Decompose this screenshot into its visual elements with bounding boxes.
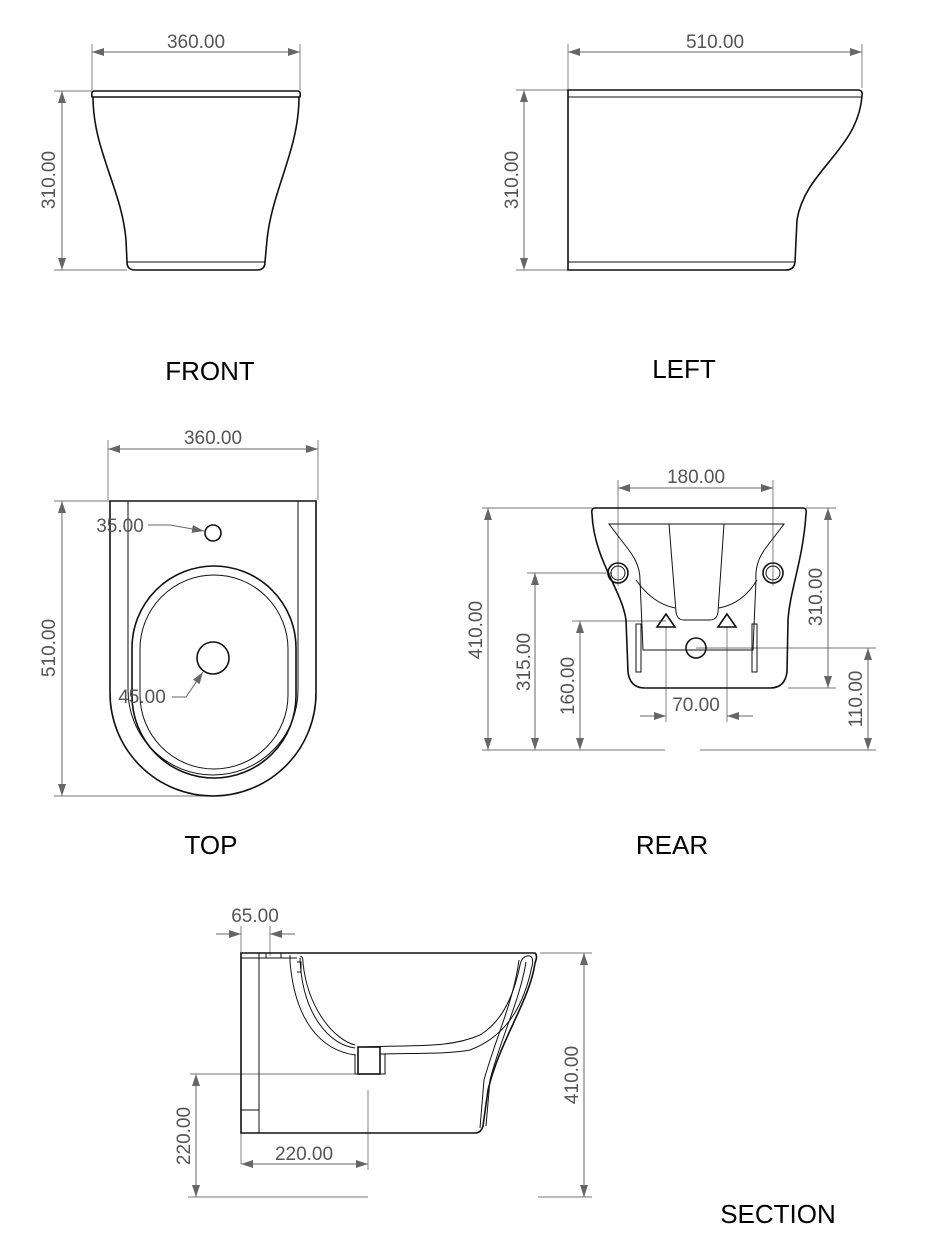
section-view: 65.00 410.00 220.00 220.00 SECTION [174, 906, 836, 1229]
top-width-dimension: 360.00 [184, 428, 242, 449]
tap-hole-dimension: 35.00 [96, 516, 144, 537]
fixing-hole-right [762, 562, 784, 584]
section-waste-height-dimension: 220.00 [174, 1107, 195, 1165]
rear-total-height-dimension: 410.00 [466, 601, 487, 659]
section-view-label: SECTION [720, 1199, 836, 1229]
rear-outline [591, 507, 807, 689]
top-view-label: TOP [185, 830, 238, 860]
drain-hole [196, 641, 230, 675]
section-waste-offset-dimension: 220.00 [275, 1144, 333, 1165]
left-height-dimension: 310.00 [502, 151, 523, 209]
drain-hole-dimension: 45.00 [118, 687, 166, 708]
section-outline [240, 952, 538, 1134]
top-view: 360.00 510.00 35.00 45.00 TOP [39, 428, 319, 860]
section-total-height-dimension: 410.00 [562, 1046, 583, 1104]
front-outline [90, 90, 302, 271]
front-view-label: FRONT [165, 356, 255, 386]
rear-view-label: REAR [636, 830, 708, 860]
fixing-hole-left [607, 562, 629, 584]
left-view: 510.00 310.00 LEFT [502, 32, 863, 384]
rear-body-height-dimension: 310.00 [806, 568, 827, 626]
front-height-dimension: 310.00 [39, 151, 60, 209]
waste-outlet [685, 637, 707, 659]
rear-waste-height-dimension: 110.00 [846, 671, 867, 728]
bowl-rim [131, 565, 297, 779]
left-depth-dimension: 510.00 [686, 32, 744, 53]
waste-spigot [357, 1046, 381, 1075]
front-view: 360.00 310.00 FRONT [39, 32, 302, 386]
rear-view: 180.00 410.00 315.00 160.00 310.00 110.0… [466, 467, 876, 860]
rear-inlet-spacing-dimension: 70.00 [672, 695, 720, 716]
water-inlet-marks [655, 612, 738, 628]
left-outline [567, 89, 863, 271]
rear-fixing-spacing-dimension: 180.00 [667, 467, 725, 488]
tap-hole [204, 524, 222, 542]
rear-inlet-height-dimension: 160.00 [558, 657, 579, 715]
rear-fixing-height-dimension: 315.00 [514, 633, 535, 691]
section-wall-depth-dimension: 65.00 [231, 906, 279, 927]
top-outline [109, 500, 317, 797]
left-view-label: LEFT [652, 354, 716, 384]
top-depth-dimension: 510.00 [39, 619, 60, 677]
front-width-dimension: 360.00 [167, 32, 225, 53]
